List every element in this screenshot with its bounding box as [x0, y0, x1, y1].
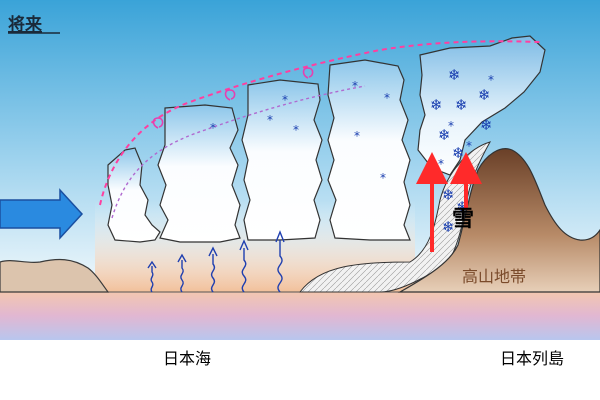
vapor-arrow-2 — [180, 260, 184, 293]
svg-text:*: * — [488, 73, 494, 87]
svg-text:*: * — [466, 139, 472, 153]
vapor-arrow-1 — [150, 266, 154, 293]
svg-text:*: * — [267, 113, 273, 127]
alpine-zone-label: 高山地帯 — [462, 267, 526, 286]
curl-2 — [224, 89, 236, 101]
cloud-5 — [417, 35, 546, 176]
svg-text:❄: ❄ — [480, 116, 493, 134]
inner-dashed-line — [111, 85, 366, 219]
snow-label: 雪 — [452, 207, 474, 232]
sea-label: 日本海 — [163, 349, 211, 368]
svg-text:*: * — [438, 157, 444, 171]
left-land — [0, 258, 110, 293]
svg-text:❄: ❄ — [455, 96, 468, 114]
sea-band — [0, 292, 600, 340]
svg-text:*: * — [354, 129, 360, 143]
svg-text:❄: ❄ — [452, 144, 465, 162]
svg-text:❄: ❄ — [442, 218, 455, 236]
svg-text:*: * — [293, 123, 299, 137]
curl-3 — [302, 67, 314, 79]
snow-particles: * * * * * * * * ❄ ❄ * ❄ ❄ ❄ * ❄ * ❄ * ❄ … — [210, 66, 494, 236]
svg-text:*: * — [380, 171, 386, 185]
svg-text:❄: ❄ — [448, 66, 461, 84]
islands-label: 日本列島 — [500, 349, 564, 368]
svg-text:❄: ❄ — [478, 86, 491, 104]
cloud-1 — [107, 147, 161, 243]
diagram-title: 将来 — [8, 14, 43, 35]
svg-text:*: * — [352, 79, 358, 93]
svg-text:*: * — [448, 119, 454, 133]
vapor-arrows — [147, 230, 285, 293]
svg-text:❄: ❄ — [430, 96, 443, 114]
svg-text:*: * — [282, 93, 288, 107]
svg-text:*: * — [210, 121, 216, 135]
svg-text:❄: ❄ — [438, 126, 451, 144]
vapor-arrow-5 — [277, 240, 283, 293]
vapor-arrow-4 — [241, 248, 247, 293]
cloud-3 — [241, 79, 323, 241]
wind-arrow — [0, 188, 84, 240]
cloud-4 — [327, 59, 411, 241]
mountain — [397, 148, 600, 293]
svg-text:❄: ❄ — [442, 186, 455, 204]
cloud-top-boundary — [99, 40, 541, 206]
curl-1 — [152, 117, 164, 129]
svg-text:*: * — [384, 91, 390, 105]
cloud-2 — [157, 104, 241, 243]
vapor-arrow-3 — [210, 254, 216, 293]
